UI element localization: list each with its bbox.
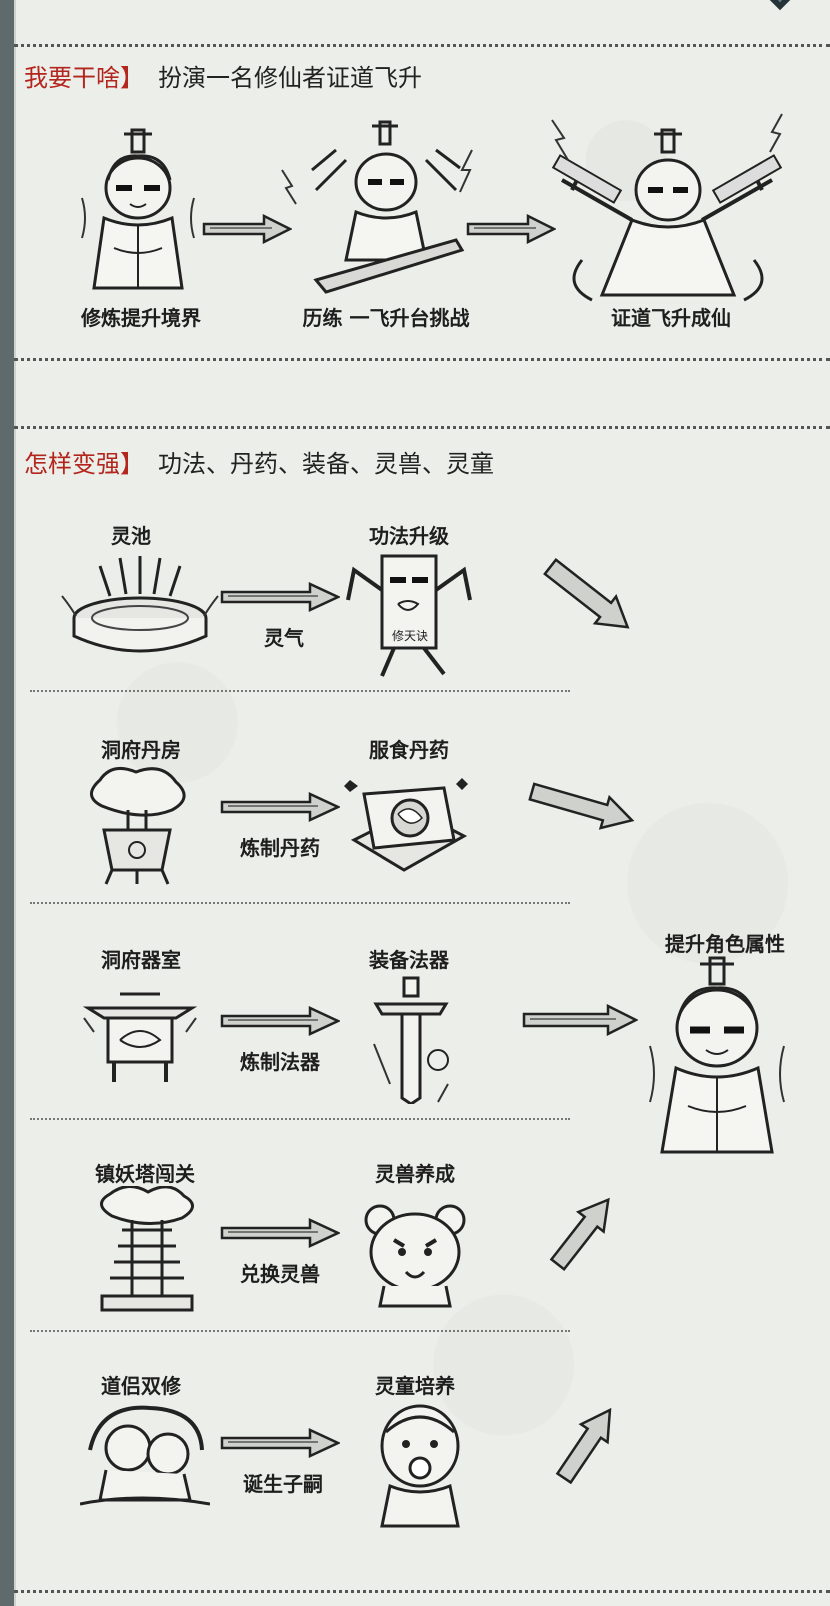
forge-cauldron-icon — [80, 988, 200, 1088]
cultivator-meditating-icon — [74, 128, 204, 298]
row-divider — [30, 902, 570, 904]
goal-section-header: 我要干啥】扮演一名修仙者证道飞升 — [24, 58, 422, 93]
section-divider — [14, 426, 830, 429]
row-5-result-label: 灵童培养 — [375, 1374, 455, 1398]
spirit-pool-icon — [60, 556, 220, 666]
goal-step-2-label: 历练 一飞升台挑战 — [302, 306, 470, 330]
goal-section-title: 我要干啥】 — [24, 64, 144, 92]
final-result-label: 提升角色属性 — [665, 932, 785, 956]
goal-section-subtitle: 扮演一名修仙者证道飞升 — [158, 64, 422, 92]
strength-section-subtitle: 功法、丹药、装备、灵兽、灵童 — [158, 450, 494, 478]
cultivator-character-icon — [642, 956, 792, 1156]
arrow-right-icon — [220, 792, 340, 822]
arrow-right-icon — [220, 1006, 340, 1036]
row-5-source-label: 道侣双修 — [101, 1374, 181, 1398]
row-4-result-label: 灵兽养成 — [375, 1162, 455, 1186]
cultivator-sword-riding-icon — [276, 120, 486, 300]
arrow-right-icon — [220, 1428, 340, 1458]
guide-page: 我要干啥】扮演一名修仙者证道飞升 修炼提升境界 — [14, 0, 830, 1606]
arrow-right-icon — [220, 1218, 340, 1248]
technique-scroll-icon: 修天诀 — [344, 550, 474, 680]
row-5-via-label: 诞生子嗣 — [243, 1472, 323, 1496]
arrow-down-right-icon — [534, 552, 644, 642]
close-icon[interactable] — [760, 0, 800, 22]
row-divider — [30, 1118, 570, 1120]
alchemy-furnace-icon — [82, 766, 192, 886]
arrow-right-icon — [220, 582, 340, 612]
demon-tower-icon — [92, 1186, 202, 1316]
row-2-source-label: 洞府丹房 — [101, 738, 181, 762]
row-divider — [30, 690, 570, 692]
section-divider — [14, 358, 830, 361]
sword-icon — [366, 974, 456, 1104]
goal-step-3-label: 证道飞升成仙 — [611, 306, 731, 330]
row-1-via-label: 灵气 — [264, 626, 304, 650]
spirit-beast-icon — [360, 1200, 470, 1310]
row-1-result-label: 功法升级 — [369, 524, 449, 548]
row-2-result-label: 服食丹药 — [369, 738, 449, 762]
row-3-result-label: 装备法器 — [369, 948, 449, 972]
arrow-right-icon — [522, 1004, 638, 1036]
top-divider — [14, 44, 830, 47]
strength-section-title: 怎样变强】 — [24, 450, 144, 478]
row-1-source-label: 灵池 — [111, 524, 151, 548]
arrow-right-icon — [202, 214, 292, 244]
row-divider — [30, 1330, 570, 1332]
row-3-source-label: 洞府器室 — [101, 948, 181, 972]
svg-text:修天诀: 修天诀 — [392, 628, 428, 643]
row-2-via-label: 炼制丹药 — [240, 836, 320, 860]
arrow-up-right-icon — [542, 1394, 632, 1494]
bottom-divider — [14, 1590, 830, 1593]
row-3-via-label: 炼制法器 — [240, 1050, 320, 1074]
strength-section-header: 怎样变强】功法、丹药、装备、灵兽、灵童 — [24, 444, 494, 479]
row-4-via-label: 兑换灵兽 — [240, 1262, 320, 1286]
arrow-up-right-icon — [538, 1182, 628, 1282]
arrow-right-icon — [526, 778, 638, 834]
cultivator-ascended-icon — [542, 110, 792, 305]
row-4-source-label: 镇妖塔闯关 — [95, 1162, 195, 1186]
spirit-child-icon — [370, 1402, 470, 1532]
pill-icon — [344, 770, 474, 880]
goal-step-1-label: 修炼提升境界 — [81, 306, 201, 330]
arrow-right-icon — [466, 214, 556, 244]
dao-couple-icon — [80, 1400, 210, 1510]
